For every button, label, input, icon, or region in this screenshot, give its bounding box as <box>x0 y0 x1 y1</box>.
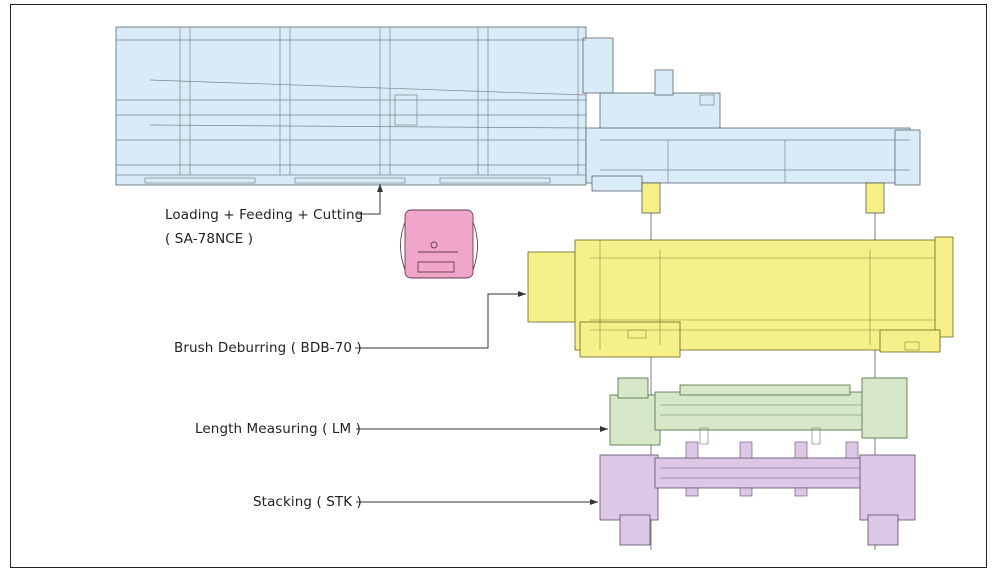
label-stacking: Stacking ( STK ) <box>253 494 362 510</box>
control-box <box>400 209 478 279</box>
label-loading-model: ( SA-78NCE ) <box>165 231 254 247</box>
label-length-measuring: Length Measuring ( LM ) <box>195 421 361 437</box>
brush-deburring-unit <box>527 236 954 358</box>
length-measuring-unit <box>609 377 908 446</box>
leader-lines <box>355 184 608 505</box>
label-brush-deburring: Brush Deburring ( BDB-70 ) <box>174 340 362 356</box>
diagram-frame <box>10 4 987 568</box>
label-loading-unit: Loading + Feeding + Cutting <box>165 207 364 223</box>
stacking-unit <box>599 441 916 546</box>
transfer-arms <box>641 182 885 550</box>
loading-unit <box>115 26 921 192</box>
